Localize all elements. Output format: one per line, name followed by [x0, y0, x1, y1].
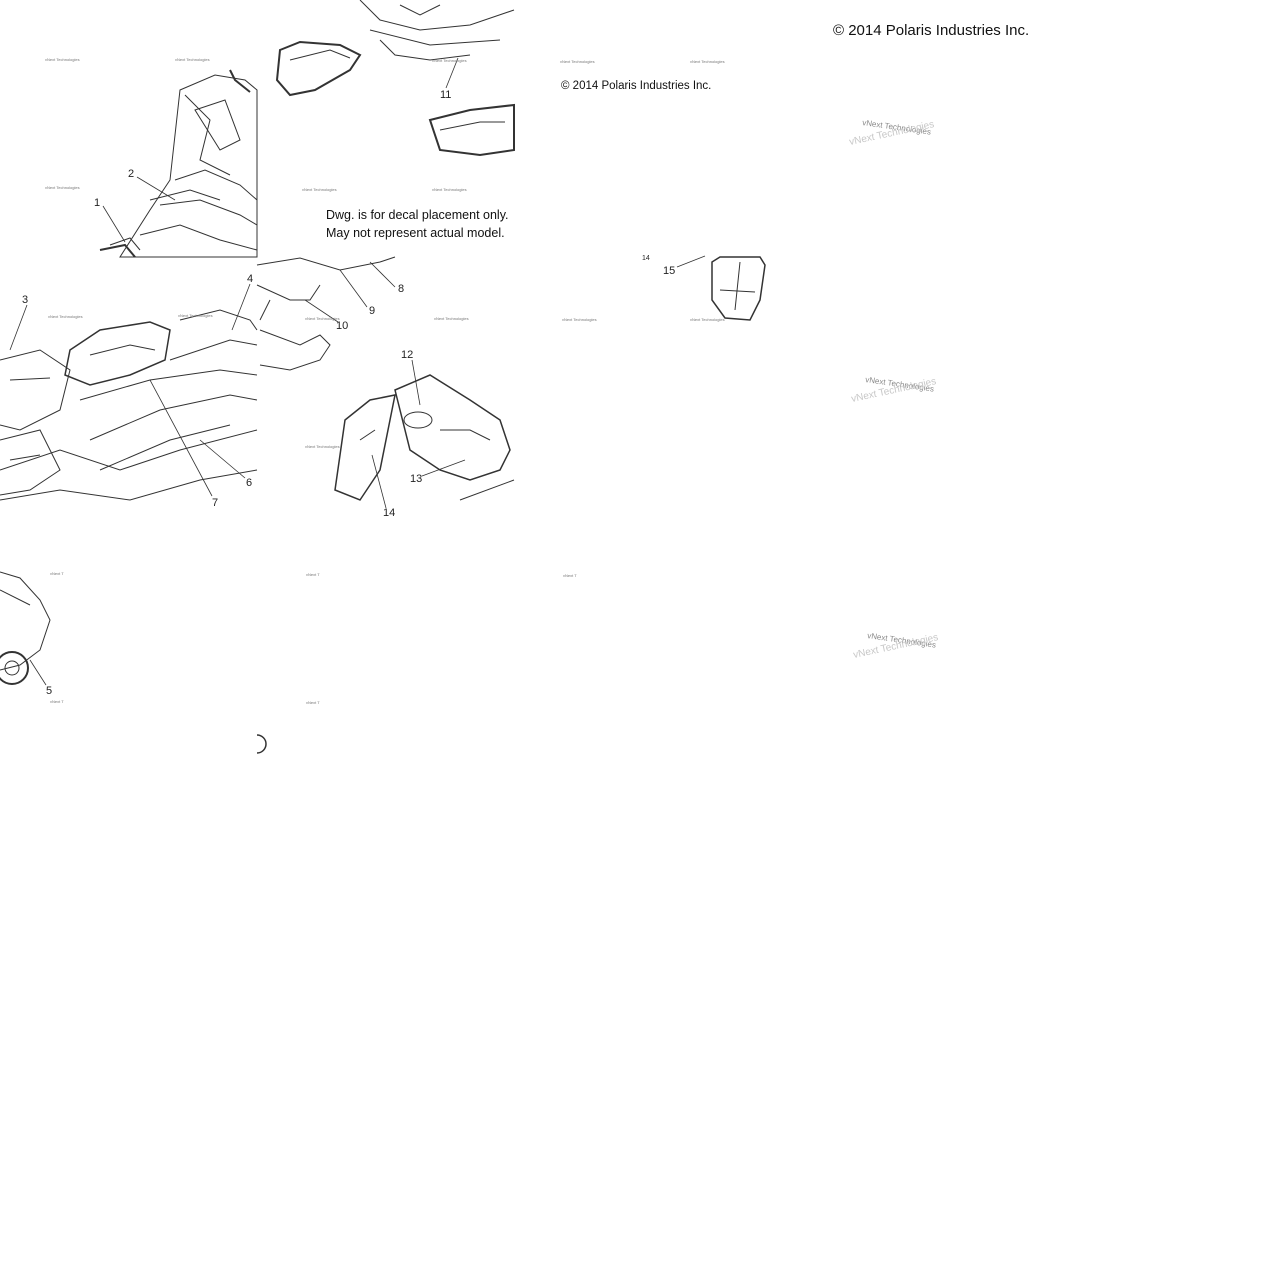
- tile-front-skis: [275, 0, 515, 157]
- watermark: vNext Technologies: [45, 185, 80, 190]
- watermark-tiny: vNext T: [563, 573, 577, 578]
- tile-seat-tunnel: [0, 309, 258, 501]
- leader-lines: [9, 57, 706, 686]
- callout-14-fragment: 14: [642, 255, 650, 262]
- watermark: vNext Technologies: [45, 57, 80, 62]
- tile-front-hood: [99, 69, 258, 258]
- watermark: vNext Technologies: [175, 57, 210, 62]
- watermark: vNext Technologies: [178, 313, 213, 318]
- watermark: vNext Technologies: [48, 314, 83, 319]
- copyright-large: © 2014 Polaris Industries Inc.: [833, 22, 1029, 39]
- watermark-tiny: vNext T: [306, 700, 320, 705]
- callout-11: 11: [440, 89, 451, 101]
- decal-note-line-1: Dwg. is for decal placement only.: [326, 208, 509, 222]
- callout-15: 15: [663, 265, 675, 277]
- watermark: vNext Technologies: [690, 317, 725, 322]
- callout-6: 6: [246, 477, 252, 489]
- tile-side-panel: [711, 256, 766, 321]
- watermark-tiny: vNext T: [50, 699, 64, 704]
- callout-13: 13: [410, 473, 422, 485]
- decal-note-line-2: May not represent actual model.: [326, 226, 505, 240]
- callout-7: 7: [212, 497, 218, 509]
- watermarks-small: vNext Technologies vNext Technologies vN…: [45, 57, 725, 705]
- callout-1: 1: [94, 197, 100, 209]
- callout-14: 14: [383, 507, 395, 519]
- callout-3: 3: [22, 294, 28, 306]
- callout-2: 2: [128, 168, 134, 180]
- watermark-tiny: vNext T: [50, 571, 64, 576]
- tile-rear-bumper: [256, 256, 515, 501]
- watermark: vNext Technologies: [302, 187, 337, 192]
- tile-rear-wheel: [0, 571, 267, 754]
- watermark: vNext Technologies: [432, 58, 467, 63]
- watermark: vNext Technologies: [690, 59, 725, 64]
- watermark: vNext Technologies: [305, 316, 340, 321]
- copyright-small: © 2014 Polaris Industries Inc.: [561, 80, 711, 92]
- watermark: vNext Technologies: [432, 187, 467, 192]
- callout-4: 4: [247, 273, 253, 285]
- callout-10: 10: [336, 320, 348, 332]
- watermark: vNext Technologies: [305, 444, 340, 449]
- watermark: vNext Technologies: [434, 316, 469, 321]
- callout-8: 8: [398, 283, 404, 295]
- watermark: vNext Technologies: [562, 317, 597, 322]
- watermarks-large: vNext Technologies vNext Technologies vN…: [848, 118, 939, 661]
- callout-9: 9: [369, 305, 375, 317]
- notes: © 2014 Polaris Industries Inc. © 2014 Po…: [326, 22, 1029, 240]
- callout-12: 12: [401, 349, 413, 361]
- callout-5: 5: [46, 685, 52, 697]
- callouts: 1 2 3 4 5 6 7 8 9 10 11 12 13 14 14 15: [22, 89, 675, 697]
- watermark: vNext Technologies: [560, 59, 595, 64]
- watermark-tiny: vNext T: [306, 572, 320, 577]
